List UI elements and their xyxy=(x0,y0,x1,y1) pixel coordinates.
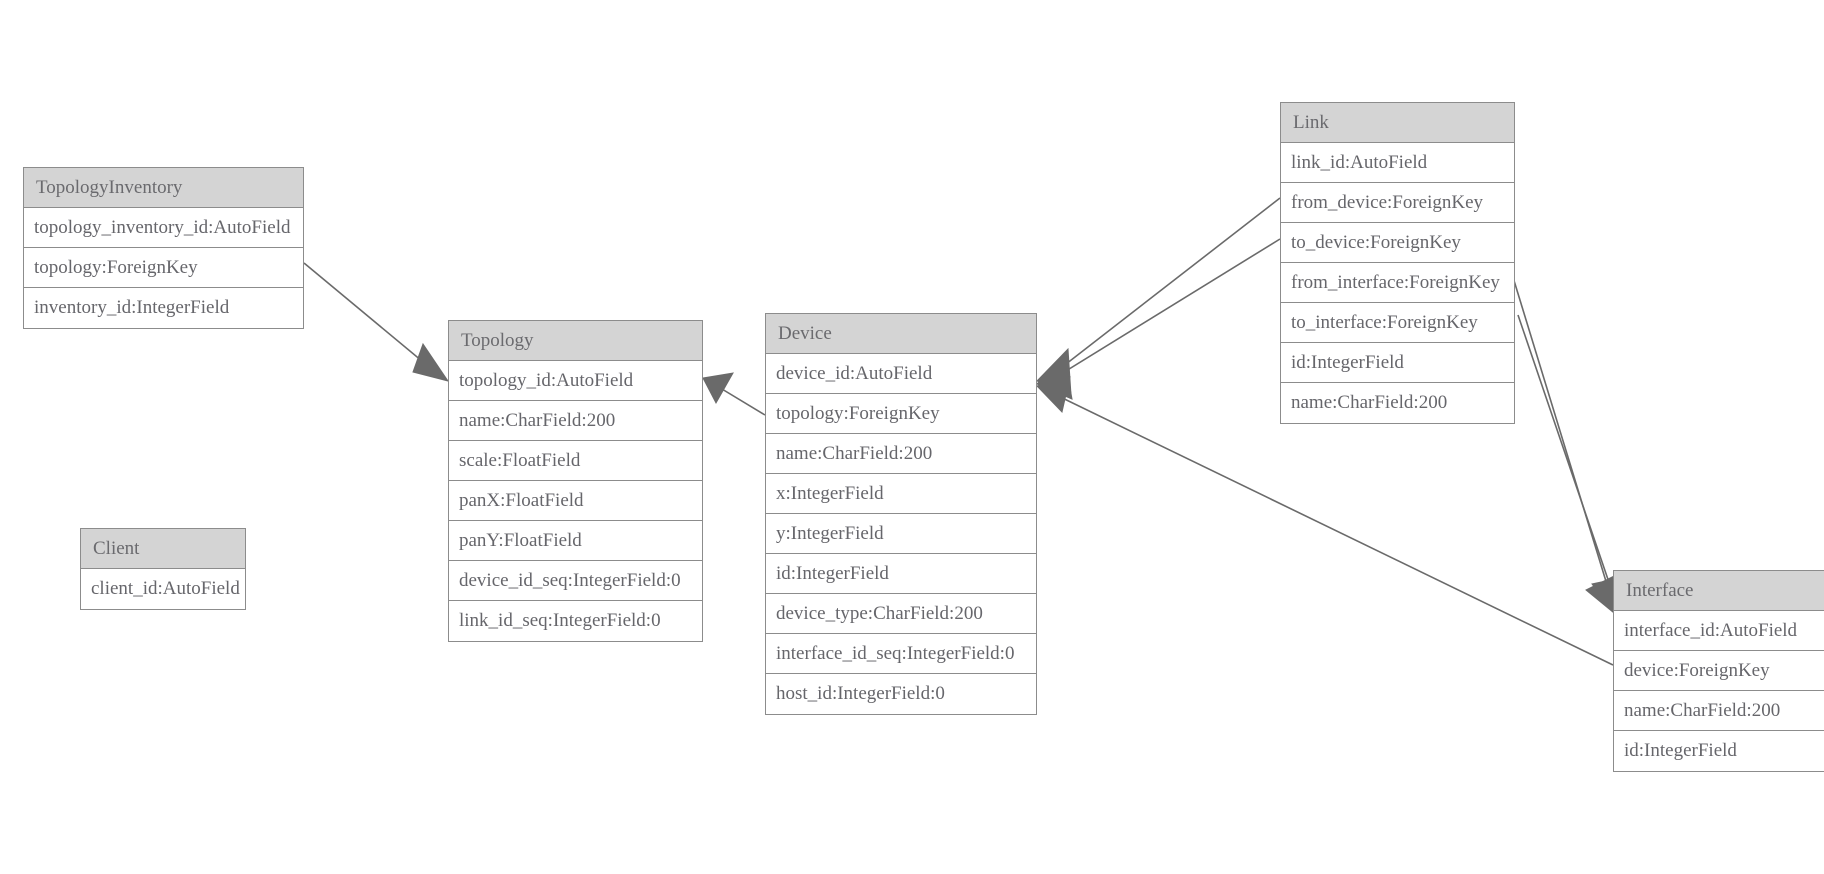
relationship-line xyxy=(1047,238,1281,383)
relationship-line xyxy=(1047,197,1281,379)
entity-field[interactable]: topology_inventory_id:AutoField xyxy=(24,208,303,248)
entity-field[interactable]: device_id:AutoField xyxy=(766,354,1036,394)
entity-title-client: Client xyxy=(81,529,245,569)
relationship-link-to-device xyxy=(1036,238,1281,400)
entity-field[interactable]: host_id:IntegerField:0 xyxy=(766,674,1036,714)
entity-field[interactable]: topology:ForeignKey xyxy=(24,248,303,288)
entity-field[interactable]: link_id_seq:IntegerField:0 xyxy=(449,601,702,641)
relationship-line xyxy=(303,262,441,377)
entity-field[interactable]: from_device:ForeignKey xyxy=(1281,183,1514,223)
entity-field[interactable]: y:IntegerField xyxy=(766,514,1036,554)
entity-field[interactable]: panX:FloatField xyxy=(449,481,702,521)
arrowhead-icon xyxy=(412,342,450,382)
entity-field[interactable]: client_id:AutoField xyxy=(81,569,245,609)
entity-title-topology: Topology xyxy=(449,321,702,361)
entity-field[interactable]: x:IntegerField xyxy=(766,474,1036,514)
entity-field[interactable]: link_id:AutoField xyxy=(1281,143,1514,183)
arrowhead-icon xyxy=(1036,347,1072,396)
relationship-device-topology xyxy=(702,372,766,416)
arrowhead-icon xyxy=(1585,575,1615,615)
entity-title-topology-inventory: TopologyInventory xyxy=(24,168,303,208)
relationship-link-from-interface xyxy=(1511,273,1615,615)
arrowhead-icon xyxy=(1036,376,1071,414)
relationship-link-to-interface xyxy=(1517,314,1621,615)
entity-field[interactable]: name:CharField:200 xyxy=(449,401,702,441)
entity-title-device: Device xyxy=(766,314,1036,354)
arrowhead-icon xyxy=(702,372,734,405)
relationship-line xyxy=(711,382,766,416)
entity-field[interactable]: id:IntegerField xyxy=(766,554,1036,594)
entity-field[interactable]: to_interface:ForeignKey xyxy=(1281,303,1514,343)
entity-field[interactable]: topology_id:AutoField xyxy=(449,361,702,401)
entity-field[interactable]: inventory_id:IntegerField xyxy=(24,288,303,328)
relationship-line xyxy=(1517,314,1617,604)
entity-field-list: client_id:AutoField xyxy=(81,569,245,609)
relationship-topologyinventory-topology xyxy=(303,262,450,382)
entity-field[interactable]: name:CharField:200 xyxy=(1281,383,1514,423)
relationship-link-from-device xyxy=(1036,197,1281,396)
entity-field[interactable]: id:IntegerField xyxy=(1281,343,1514,383)
entity-field[interactable]: topology:ForeignKey xyxy=(766,394,1036,434)
entity-title-link: Link xyxy=(1281,103,1514,143)
relationship-line xyxy=(1511,273,1613,602)
entity-field[interactable]: device:ForeignKey xyxy=(1614,651,1824,691)
entity-field[interactable]: to_device:ForeignKey xyxy=(1281,223,1514,263)
entity-field[interactable]: scale:FloatField xyxy=(449,441,702,481)
entity-field[interactable]: interface_id:AutoField xyxy=(1614,611,1824,651)
entity-title-interface: Interface xyxy=(1614,571,1824,611)
entity-field[interactable]: name:CharField:200 xyxy=(1614,691,1824,731)
entity-field[interactable]: panY:FloatField xyxy=(449,521,702,561)
entity-field[interactable]: name:CharField:200 xyxy=(766,434,1036,474)
entity-field[interactable]: device_type:CharField:200 xyxy=(766,594,1036,634)
relationship-line xyxy=(1049,391,1614,666)
arrowhead-icon xyxy=(1036,353,1073,400)
entity-field[interactable]: id:IntegerField xyxy=(1614,731,1824,771)
entity-field[interactable]: from_interface:ForeignKey xyxy=(1281,263,1514,303)
entity-field[interactable]: device_id_seq:IntegerField:0 xyxy=(449,561,702,601)
entity-field[interactable]: interface_id_seq:IntegerField:0 xyxy=(766,634,1036,674)
